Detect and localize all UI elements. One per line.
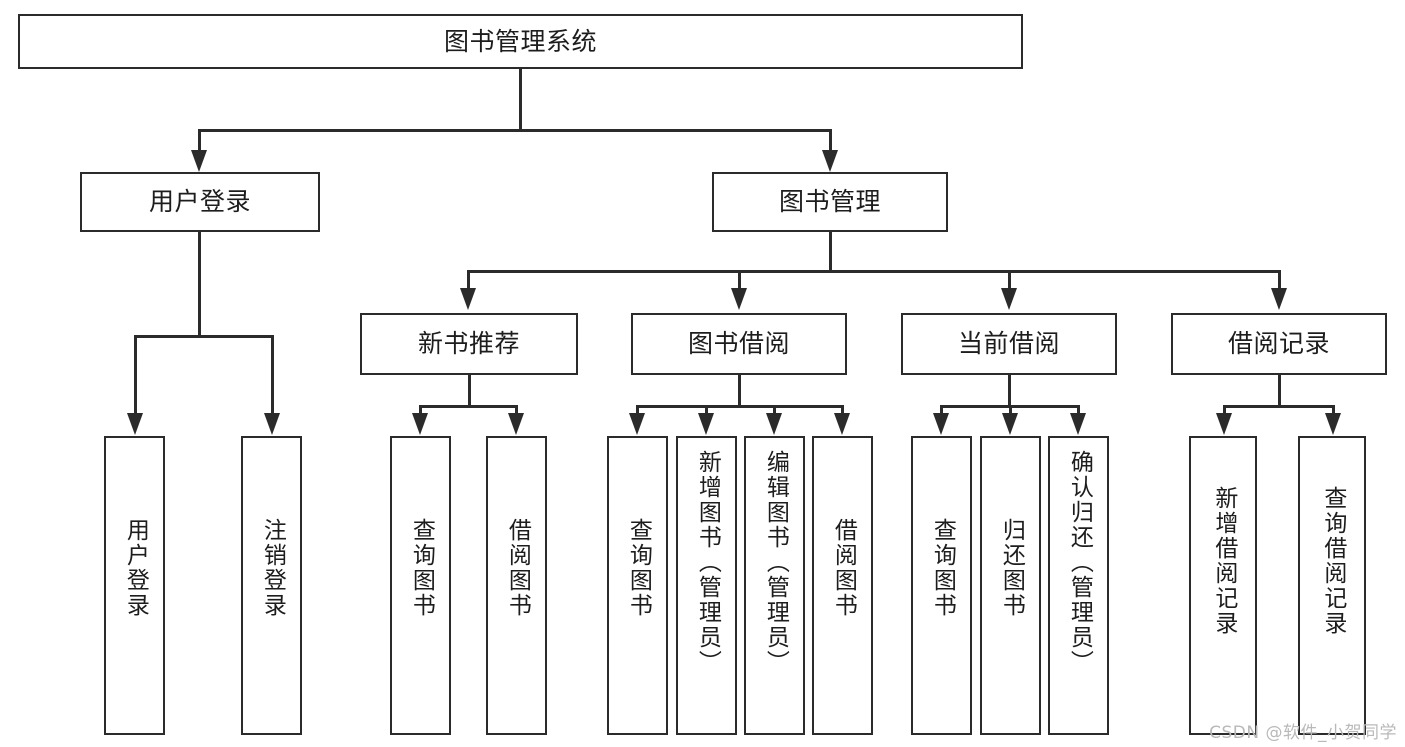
arrow-to-book-borrow — [731, 288, 747, 310]
leaf-book-add-admin[interactable]: 新增图书（管理员） — [676, 436, 737, 735]
node-label: 确认归还（管理员） — [1066, 450, 1093, 675]
node-label: 注销登录 — [259, 518, 286, 618]
connector-borrow-record-bar — [1223, 405, 1335, 408]
connector-new-book-stem — [468, 375, 471, 407]
connector-to-book-borrow — [738, 270, 741, 290]
connector-book-borrow-to-leaf2 — [705, 405, 708, 415]
node-label: 查询图书 — [408, 518, 435, 618]
arrow-user-login-leaf1 — [127, 413, 143, 435]
node-label: 归还图书 — [998, 518, 1025, 618]
node-book-borrow[interactable]: 图书借阅 — [631, 313, 847, 375]
connector-book-borrow-to-leaf3 — [773, 405, 776, 415]
arrow-user-login-leaf2 — [264, 413, 280, 435]
arrow-book-borrow-leaf3 — [766, 413, 782, 435]
node-label: 借阅图书 — [504, 518, 531, 618]
arrow-borrow-record-leaf1 — [1216, 413, 1232, 435]
node-label: 查询图书 — [929, 518, 956, 618]
connector-book-borrow-to-leaf1 — [636, 405, 639, 415]
node-label: 查询图书 — [625, 518, 652, 618]
leaf-book-borrow-action[interactable]: 借阅图书 — [812, 436, 873, 735]
leaf-book-edit-admin[interactable]: 编辑图书（管理员） — [744, 436, 805, 735]
connector-borrow-record-stem — [1278, 375, 1281, 407]
node-root-system[interactable]: 图书管理系统 — [18, 14, 1023, 69]
connector-book-mgmt-bar — [467, 270, 1279, 273]
connector-current-borrow-to-leaf3 — [1077, 405, 1080, 415]
leaf-current-query[interactable]: 查询图书 — [911, 436, 972, 735]
arrow-to-book-mgmt — [822, 150, 838, 172]
connector-book-mgmt-stem — [829, 232, 832, 272]
node-label: 新增图书（管理员） — [694, 450, 721, 675]
connector-user-login-to-leaf1 — [134, 335, 137, 415]
connector-book-borrow-to-leaf4 — [841, 405, 844, 415]
connector-user-login-bar — [134, 335, 273, 338]
node-label: 图书借阅 — [687, 329, 790, 358]
node-label: 当前借阅 — [957, 329, 1060, 358]
arrow-book-borrow-leaf1 — [629, 413, 645, 435]
leaf-user-login[interactable]: 用户登录 — [104, 436, 165, 735]
connector-borrow-record-to-leaf2 — [1332, 405, 1335, 415]
node-borrow-record[interactable]: 借阅记录 — [1171, 313, 1387, 375]
node-label: 编辑图书（管理员） — [762, 450, 789, 675]
connector-borrow-record-to-leaf1 — [1223, 405, 1226, 415]
arrow-book-borrow-leaf2 — [698, 413, 714, 435]
node-current-borrow[interactable]: 当前借阅 — [901, 313, 1117, 375]
arrow-to-user-login — [191, 150, 207, 172]
node-new-book-recommend[interactable]: 新书推荐 — [360, 313, 578, 375]
node-label: 查询借阅记录 — [1319, 486, 1346, 636]
node-label: 新书推荐 — [417, 329, 520, 358]
connector-to-new-book — [467, 270, 470, 290]
node-label: 借阅图书 — [830, 518, 857, 618]
arrow-to-new-book — [460, 288, 476, 310]
arrow-to-borrow-record — [1271, 288, 1287, 310]
node-label: 新增借阅记录 — [1210, 486, 1237, 636]
arrow-new-book-leaf2 — [508, 413, 524, 435]
connector-current-borrow-stem — [1008, 375, 1011, 407]
connector-to-current-borrow — [1008, 270, 1011, 290]
node-label: 用户登录 — [148, 187, 251, 216]
arrow-borrow-record-leaf2 — [1325, 413, 1341, 435]
arrow-to-current-borrow — [1001, 288, 1017, 310]
connector-book-borrow-stem — [738, 375, 741, 407]
leaf-logout[interactable]: 注销登录 — [241, 436, 302, 735]
connector-new-book-bar — [419, 405, 518, 408]
node-label: 图书管理 — [778, 187, 881, 216]
node-label: 用户登录 — [122, 518, 149, 618]
connector-new-book-to-leaf1 — [419, 405, 422, 415]
connector-user-login-to-leaf2 — [271, 335, 274, 415]
node-label: 图书管理系统 — [443, 26, 597, 56]
connector-new-book-to-leaf2 — [515, 405, 518, 415]
leaf-new-book-query[interactable]: 查询图书 — [390, 436, 451, 735]
arrow-book-borrow-leaf4 — [834, 413, 850, 435]
node-user-login[interactable]: 用户登录 — [80, 172, 320, 232]
connector-to-borrow-record — [1278, 270, 1281, 290]
connector-root-bar — [198, 129, 832, 132]
connector-current-borrow-to-leaf1 — [940, 405, 943, 415]
connector-current-borrow-to-leaf2 — [1009, 405, 1012, 415]
arrow-current-borrow-leaf1 — [933, 413, 949, 435]
connector-book-borrow-bar — [636, 405, 844, 408]
arrow-current-borrow-leaf3 — [1070, 413, 1086, 435]
connector-root-to-user-login — [198, 129, 201, 153]
leaf-return-book[interactable]: 归还图书 — [980, 436, 1041, 735]
arrow-current-borrow-leaf2 — [1002, 413, 1018, 435]
connector-root-stem — [519, 69, 522, 131]
connector-root-to-book-mgmt — [829, 129, 832, 153]
leaf-add-borrow-record[interactable]: 新增借阅记录 — [1189, 436, 1257, 735]
node-label: 借阅记录 — [1227, 329, 1330, 358]
arrow-new-book-leaf1 — [412, 413, 428, 435]
connector-user-login-stem — [198, 232, 201, 337]
leaf-new-book-borrow[interactable]: 借阅图书 — [486, 436, 547, 735]
leaf-book-query[interactable]: 查询图书 — [607, 436, 668, 735]
leaf-query-borrow-record[interactable]: 查询借阅记录 — [1298, 436, 1366, 735]
leaf-confirm-return-admin[interactable]: 确认归还（管理员） — [1048, 436, 1109, 735]
node-book-management[interactable]: 图书管理 — [712, 172, 948, 232]
